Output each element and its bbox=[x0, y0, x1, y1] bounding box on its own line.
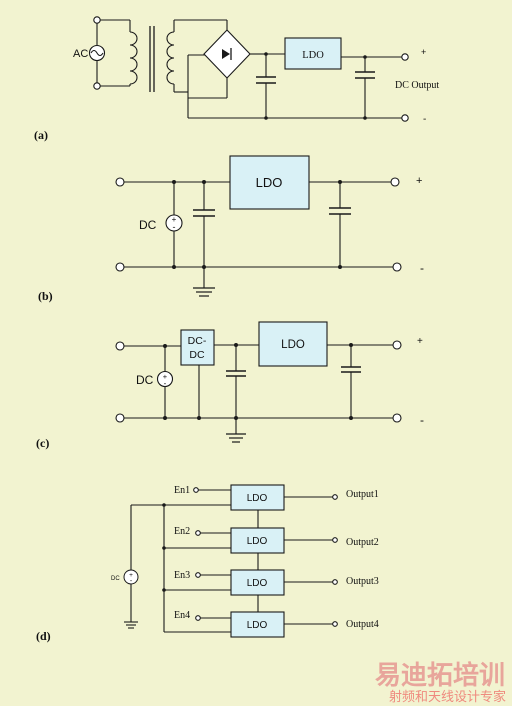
panel-d-channel-1: En1 LDO Output1 bbox=[174, 484, 379, 511]
watermark: 易迪拓培训 射频和天线设计专家 bbox=[375, 661, 506, 705]
panel-a-ldo-block bbox=[284, 37, 342, 70]
panel-d-output-terminal bbox=[332, 621, 338, 627]
panel-d-ldo-block bbox=[230, 527, 285, 554]
panel-a-output-plus-terminal bbox=[401, 53, 409, 61]
panel-b-caption: (b) bbox=[38, 289, 53, 303]
panel-d-output-label: Output2 bbox=[346, 537, 379, 548]
panel-a-ac-supply-circuit: AC bbox=[34, 16, 439, 142]
svg-text:+: + bbox=[172, 215, 177, 224]
panel-c-dcdc-label-line1: DC- bbox=[188, 335, 207, 347]
panel-d-caption: (d) bbox=[36, 629, 51, 643]
panel-d-junction-dot bbox=[162, 588, 166, 592]
panel-a-ac-bottom-terminal bbox=[93, 82, 101, 90]
panel-b-input-top-terminal bbox=[115, 177, 125, 187]
panel-d-dc-label: DC bbox=[111, 576, 120, 582]
panel-a-output-minus-terminal bbox=[401, 114, 409, 122]
panel-a-plus-label: + bbox=[421, 47, 426, 57]
panel-d-enable-terminal bbox=[193, 487, 199, 493]
panel-c-caption: (c) bbox=[36, 436, 49, 450]
panel-a-ac-label: AC bbox=[73, 48, 88, 60]
panel-b-dc-ldo-circuit: + - DC LDO bbox=[38, 155, 424, 303]
panel-d-output-terminal bbox=[332, 579, 338, 585]
panel-c-input-top-terminal bbox=[115, 341, 125, 351]
panel-d-ldo-label: LDO bbox=[247, 536, 268, 547]
panel-d-enable-label: En4 bbox=[174, 610, 190, 621]
panel-a-ac-top-terminal bbox=[93, 16, 101, 24]
panel-c-minus-label: - bbox=[420, 413, 424, 427]
panel-a-output-capacitor bbox=[355, 55, 375, 120]
panel-c-dcdc-label-line2: DC bbox=[189, 349, 205, 361]
panel-d-output-label: Output3 bbox=[346, 576, 379, 587]
panel-d-enable-terminal bbox=[195, 615, 201, 621]
panel-d-output-label: Output1 bbox=[346, 489, 379, 500]
panel-c-dcdc-converter-block bbox=[180, 329, 215, 366]
panel-c-dc-source: + - bbox=[156, 344, 174, 420]
panel-c-dc-label: DC bbox=[136, 373, 154, 387]
panel-b-plus-label: + bbox=[416, 175, 422, 187]
panel-d-ldo-block bbox=[230, 569, 285, 596]
panel-b-input-capacitor bbox=[193, 180, 215, 269]
panel-a-ldo-label: LDO bbox=[302, 50, 324, 61]
svg-text:+: + bbox=[129, 572, 133, 579]
panel-b-output-plus-terminal bbox=[390, 177, 400, 187]
panel-d-channel-4: En4 LDO Output4 bbox=[174, 610, 379, 638]
panel-d-ldo-label: LDO bbox=[247, 620, 268, 631]
panel-b-output-capacitor bbox=[329, 180, 351, 269]
panel-b-ldo-label: LDO bbox=[256, 175, 283, 190]
svg-text:-: - bbox=[130, 578, 133, 585]
panel-a-transformer bbox=[129, 20, 175, 92]
panel-d-junction-dot bbox=[162, 546, 166, 550]
panel-d-output-terminal bbox=[332, 494, 338, 500]
panel-b-dc-label: DC bbox=[139, 218, 157, 232]
panel-d-multi-ldo-circuit: + - DC En1 LDO Output1 bbox=[36, 484, 379, 643]
panel-a-ac-source-symbol bbox=[88, 44, 106, 62]
panel-a-input-capacitor bbox=[256, 52, 276, 120]
panel-d-output-label: Output4 bbox=[346, 619, 379, 630]
panel-d-ldo-label: LDO bbox=[247, 578, 268, 589]
panel-d-output-terminal bbox=[332, 537, 338, 543]
svg-text:-: - bbox=[173, 222, 176, 232]
panel-c-dcdc-ldo-circuit: + - DC DC- DC bbox=[36, 321, 424, 450]
svg-text:-: - bbox=[164, 379, 167, 388]
panel-c-output-capacitor bbox=[341, 343, 361, 420]
panel-b-ground-symbol bbox=[193, 267, 215, 297]
panel-d-ldo-label: LDO bbox=[247, 493, 268, 504]
panel-a-minus-label: - bbox=[423, 114, 426, 125]
panel-c-ldo-block bbox=[258, 321, 328, 367]
panel-d-junction-dot bbox=[162, 503, 166, 507]
panel-d-ldo-block bbox=[230, 484, 285, 511]
panel-b-input-bottom-terminal bbox=[115, 262, 125, 272]
panel-d-channel-2: En2 LDO Output2 bbox=[174, 526, 379, 554]
svg-text:+: + bbox=[163, 372, 168, 381]
panel-d-channel-3: En3 LDO Output3 bbox=[174, 569, 379, 596]
panel-d-dc-source: + - bbox=[123, 569, 139, 585]
panel-b-minus-label: - bbox=[420, 261, 424, 275]
panel-c-plus-label: + bbox=[417, 336, 423, 347]
watermark-tagline: 射频和天线设计专家 bbox=[389, 689, 506, 705]
panel-a-bridge-rectifier bbox=[203, 29, 251, 79]
panel-d-enable-label: En2 bbox=[174, 526, 190, 537]
panel-c-input-bottom-terminal bbox=[115, 413, 125, 423]
panel-c-mid-capacitor bbox=[226, 343, 246, 420]
panel-c-ground-symbol bbox=[226, 418, 246, 443]
panel-c-ldo-label: LDO bbox=[281, 339, 305, 351]
panel-d-ground-symbol bbox=[124, 621, 138, 629]
panel-b-output-minus-terminal bbox=[392, 262, 402, 272]
panel-c-output-minus-terminal bbox=[392, 413, 402, 423]
panel-c-junction-dot bbox=[197, 416, 201, 420]
panel-a-caption: (a) bbox=[34, 128, 48, 142]
panel-b-dc-source: + - bbox=[165, 180, 183, 269]
watermark-brand: 易迪拓培训 bbox=[375, 661, 505, 691]
panel-a-output-label: DC Output bbox=[395, 80, 439, 91]
panel-d-enable-label: En1 bbox=[174, 485, 190, 496]
panel-c-output-plus-terminal bbox=[392, 340, 402, 350]
panel-d-enable-terminal bbox=[195, 572, 201, 578]
panel-d-enable-label: En3 bbox=[174, 570, 190, 581]
panel-d-enable-terminal bbox=[195, 530, 201, 536]
